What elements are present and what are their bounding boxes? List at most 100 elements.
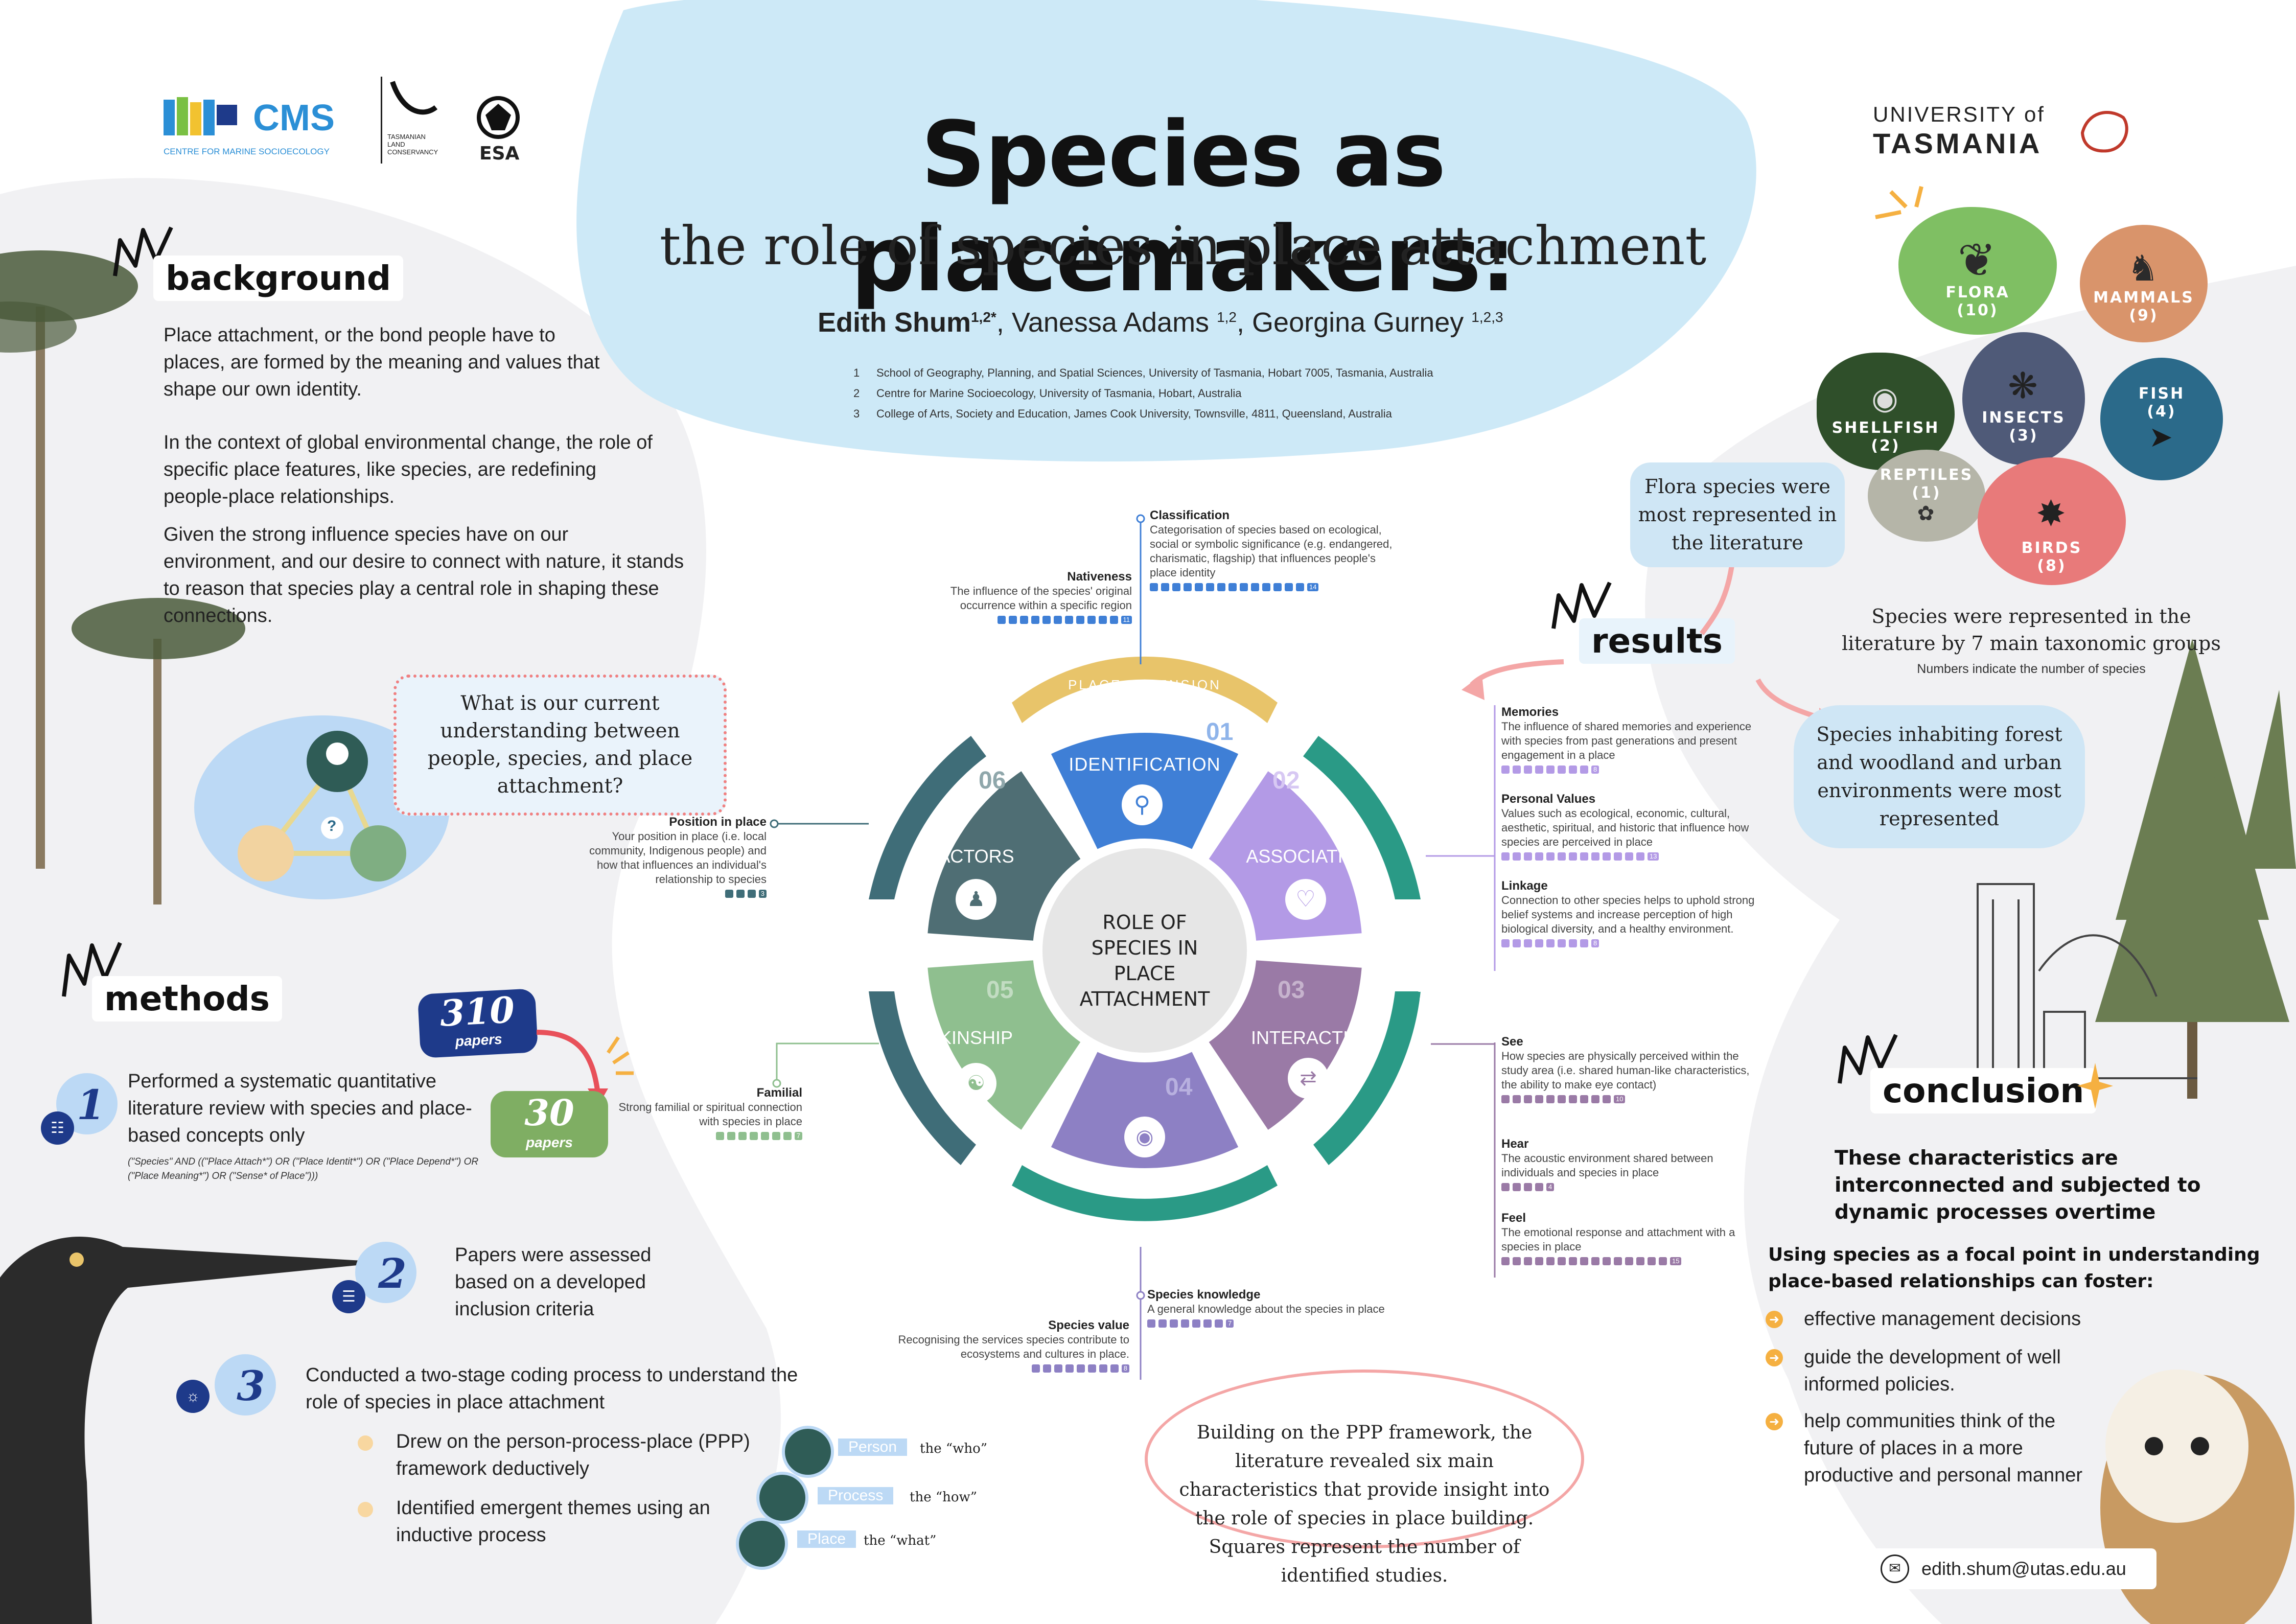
study-square	[1501, 765, 1510, 774]
study-square	[1580, 765, 1588, 774]
study-square	[1184, 583, 1192, 591]
affiliation-2-num: 2	[853, 387, 860, 400]
study-square	[1076, 616, 1084, 624]
step-2-number: 2	[378, 1249, 407, 1297]
study-square	[1558, 852, 1566, 861]
study-square	[1546, 765, 1555, 774]
study-square	[760, 1132, 769, 1140]
taxon-reptiles-label: REPTILES	[1880, 466, 1974, 484]
study-square	[1535, 1257, 1543, 1265]
study-square	[1172, 583, 1180, 591]
methods-title: methods	[92, 976, 282, 1022]
segment-kinship: 05 KINSHIP ☯	[889, 961, 1073, 1124]
study-square	[1054, 1364, 1062, 1373]
page-title: Species as placemakers:	[850, 102, 1517, 312]
personal-values-title: Personal Values	[1501, 792, 1596, 806]
segment-04-label: KNOWLEDGE	[1084, 1168, 1205, 1189]
study-square	[1262, 583, 1270, 591]
step-1-badge: 1 ☷	[41, 1073, 118, 1145]
classification-squares: 14	[1150, 583, 1405, 591]
see-title: See	[1501, 1035, 1523, 1049]
annotation-nativeness: Nativeness The influence of the species'…	[920, 570, 1132, 624]
spark-icon-methods	[62, 942, 122, 997]
brain-icon: ◉	[1124, 1117, 1165, 1157]
authors: Edith Shum1,2*, Vanessa Adams 1,2, Georg…	[818, 307, 1503, 338]
annotation-position: Position in place Your position in place…	[570, 815, 767, 898]
study-count: 8	[1121, 1364, 1129, 1373]
segment-actors: 06 ACTORS ♟	[889, 756, 1073, 935]
see-squares: 10	[1501, 1095, 1752, 1103]
memories-squares: 8	[1501, 765, 1767, 774]
familial-title: Familial	[756, 1086, 802, 1100]
study-square	[1614, 1257, 1622, 1265]
study-square	[1228, 583, 1237, 591]
study-square	[1603, 1095, 1611, 1103]
study-square	[1580, 939, 1588, 947]
tlc-logo: TASMANIAN LAND CONSERVANCY	[381, 77, 444, 164]
annotation-memories: Memories The influence of shared memorie…	[1501, 705, 1767, 774]
conclusion-item-2-text: guide the development of well informed p…	[1804, 1347, 2061, 1395]
study-square	[1296, 583, 1304, 591]
author-3: Georgina Gurney 1,2,3	[1252, 307, 1503, 338]
annotation-hear: Hear The acoustic environment shared bet…	[1501, 1137, 1752, 1191]
oyster-icon: ◉	[1871, 381, 1900, 416]
study-square	[1591, 1095, 1599, 1103]
segment-interaction: 03 INTERACTION ⇄	[1216, 961, 1400, 1124]
hear-title: Hear	[1501, 1137, 1529, 1151]
study-square	[1546, 939, 1555, 947]
study-square	[1273, 583, 1282, 591]
arrow-bullet-icon: ➜	[1766, 1349, 1783, 1366]
study-square	[1215, 1319, 1223, 1328]
ppp-process-desc: the “how”	[910, 1490, 978, 1505]
ppp-place-label: Place	[797, 1530, 856, 1548]
study-square	[1513, 939, 1521, 947]
linkage-title: Linkage	[1501, 879, 1548, 893]
study-square	[1109, 616, 1118, 624]
study-square	[1569, 1257, 1577, 1265]
groups-caption: Species were represented in the literatu…	[1842, 605, 2221, 655]
study-square	[1580, 852, 1588, 861]
page-subtitle: the role of species in place attachment	[659, 215, 1707, 277]
flora-callout: Flora species were most represented in t…	[1630, 462, 1845, 567]
study-square	[783, 1132, 792, 1140]
methods-sub-1-text: Drew on the person-process-place (PPP) f…	[396, 1431, 750, 1479]
study-square	[1558, 1095, 1566, 1103]
palm-icon: ❦	[1957, 234, 1998, 287]
email-contact[interactable]: ✉ edith.shum@utas.edu.au	[1870, 1548, 2156, 1589]
tlc-logo-mark	[390, 81, 438, 115]
study-square	[1203, 1319, 1212, 1328]
step-1-text: Performed a systematic quantitative lite…	[128, 1071, 472, 1146]
segment-06-label: ACTORS	[938, 846, 1014, 867]
study-square	[1625, 852, 1633, 861]
people-species-place-diagram	[194, 715, 450, 899]
process-ring-knowledge	[1012, 1165, 1278, 1221]
study-square	[1147, 1319, 1155, 1328]
darter-bird-illustration	[0, 1237, 388, 1624]
results-title: results	[1579, 618, 1735, 664]
author-1-sup: 1,2*	[970, 309, 996, 325]
study-square	[1501, 1183, 1510, 1191]
study-count: 4	[1546, 1183, 1555, 1191]
study-square	[1535, 765, 1543, 774]
study-square	[1535, 852, 1543, 861]
personal-values-text: Values such as ecological, economic, cul…	[1501, 807, 1749, 848]
habitat-callout: Species inhabiting forest and woodland a…	[1794, 705, 2085, 848]
ppp-legend: Person the “who” Process the “how” Place…	[736, 1426, 1022, 1579]
tiger-icon: ♞	[2127, 247, 2161, 289]
utas-line1: UNIVERSITY of	[1873, 102, 2045, 126]
study-count: 15	[1670, 1257, 1682, 1265]
taxon-birds-count: (8)	[2037, 557, 2067, 575]
study-square	[1546, 1095, 1555, 1103]
person-icon	[782, 1426, 834, 1478]
segment-03-label: INTERACTION	[1250, 1027, 1376, 1048]
lightbulb-icon: ☼	[176, 1380, 210, 1413]
taxon-birds-label: BIRDS	[2021, 539, 2082, 557]
linkage-text: Connection to other species helps to uph…	[1501, 894, 1755, 935]
study-square	[1042, 616, 1051, 624]
checklist-icon: ☰	[332, 1280, 365, 1313]
familial-squares: 7	[608, 1132, 802, 1140]
annotation-classification: Classification Categorisation of species…	[1150, 508, 1405, 591]
hear-text: The acoustic environment shared between …	[1501, 1152, 1713, 1179]
